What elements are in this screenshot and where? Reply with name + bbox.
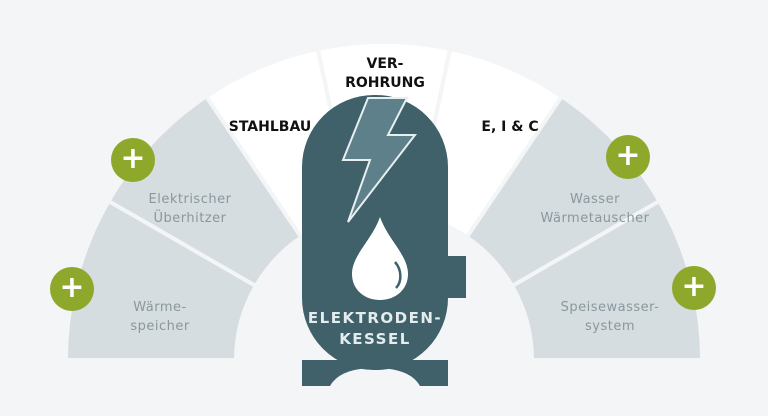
label-line: ELEKTRODEN-	[307, 309, 443, 327]
segment-waermespeicher: Wärme-speicher	[90, 298, 230, 336]
label-line: system	[585, 319, 635, 334]
plus-icon-speisewasser[interactable]: +	[672, 266, 716, 310]
segment-stahlbau: STAHLBAU	[228, 119, 312, 135]
label-line: speicher	[130, 319, 190, 334]
label-line: VER-	[366, 56, 404, 72]
sector-speisewasser	[509, 198, 705, 362]
plus-icon-ueberhitzer[interactable]: +	[111, 138, 155, 182]
boiler-label: ELEKTRODEN- KESSEL	[300, 308, 450, 350]
label-line: Wasser	[570, 192, 620, 207]
label-line: Speisewasser-	[560, 300, 660, 315]
label-line: Wärmetauscher	[540, 211, 650, 226]
label-line: KESSEL	[339, 330, 411, 348]
segment-verrohrung: VER- ROHRUNG	[330, 55, 440, 93]
boiler-icon	[302, 95, 466, 386]
plus-icon-waermespeicher[interactable]: +	[50, 267, 94, 311]
water-drop-icon	[352, 217, 408, 300]
label-line: Überhitzer	[153, 211, 227, 226]
lightning-icon	[341, 97, 418, 223]
segment-speisewasser: Speisewasser-system	[535, 298, 685, 336]
segment-eic: E, I & C	[481, 119, 539, 135]
label-line: Elektrischer	[148, 192, 232, 207]
label-line: ROHRUNG	[345, 75, 425, 91]
plus-icon-waermetauscher[interactable]: +	[606, 135, 650, 179]
label-line: Wärme-	[133, 300, 187, 315]
